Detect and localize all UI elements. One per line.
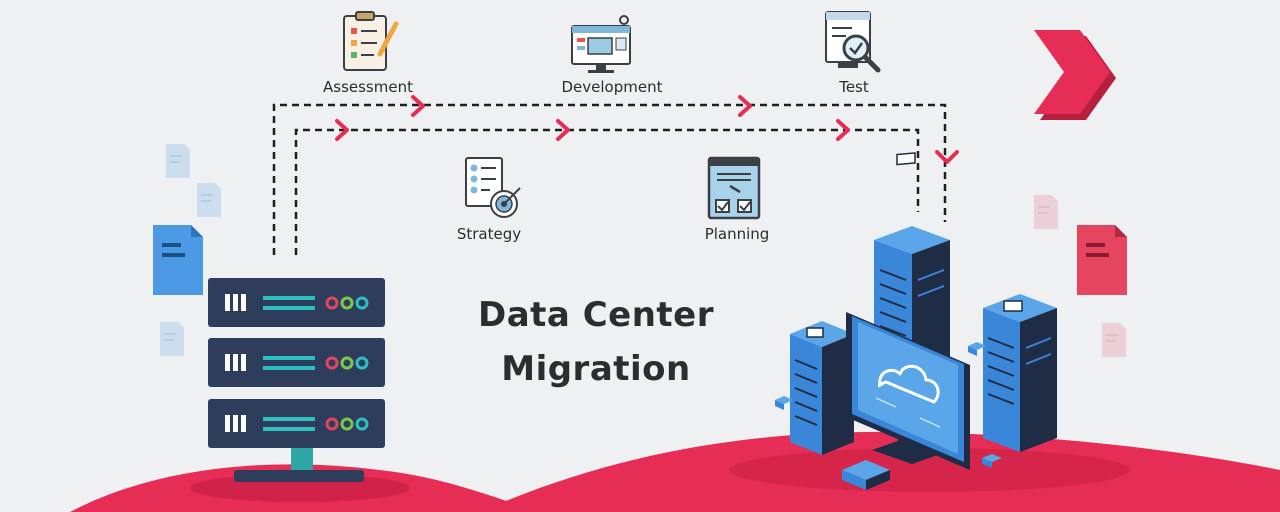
mini-device: [775, 396, 793, 410]
right-hill-shadow: [730, 448, 1130, 492]
target-checklist-icon: [465, 157, 521, 218]
dashboard-monitor-icon: [571, 15, 631, 73]
cloud-monitor: [846, 312, 970, 470]
right-documents: [1034, 195, 1127, 357]
document-icon: [1077, 225, 1127, 295]
arrow-icon: [411, 95, 425, 117]
page-title-line-1: Data Center: [478, 295, 714, 335]
step-label-development: Development: [562, 78, 663, 96]
document-icon: [166, 144, 190, 178]
step-label-planning: Planning: [705, 225, 770, 243]
cloud-icon: [877, 364, 940, 404]
clipboard-checklist-icon: [343, 11, 399, 71]
arrow-icon: [738, 95, 752, 117]
arrow-down-icon: [935, 150, 959, 164]
flow-arrows: [335, 95, 959, 164]
inner-flow-line: [294, 128, 920, 255]
server-tower: [983, 294, 1057, 452]
server-unit: [208, 278, 385, 327]
legacy-server-stack: [208, 278, 385, 482]
document-icon: [1034, 195, 1058, 229]
step-label-test: Test: [838, 78, 869, 96]
mini-device: [968, 342, 986, 356]
forward-chevrons-icon: [1034, 30, 1116, 120]
server-tower: [790, 321, 854, 455]
outer-flow-line: [272, 103, 947, 255]
document-icon: [153, 225, 203, 295]
step-label-strategy: Strategy: [457, 225, 521, 243]
left-documents: [153, 144, 221, 356]
step-label-assessment: Assessment: [323, 78, 413, 96]
arrow-icon: [556, 119, 570, 141]
mini-device: [842, 460, 890, 490]
document-icon: [197, 183, 221, 217]
document-icon: [160, 322, 184, 356]
server-unit: [208, 399, 385, 448]
server-unit: [208, 338, 385, 387]
arrow-icon: [335, 119, 349, 141]
page-title-line-2: Migration: [501, 349, 691, 389]
planning-window-icon: [707, 156, 761, 220]
magnifier-check-icon: [825, 11, 881, 73]
mini-device: [982, 454, 1002, 468]
document-icon: [1102, 323, 1126, 357]
server-tower: [874, 152, 950, 372]
cloud-data-center: [775, 152, 1057, 490]
arrow-icon: [836, 119, 850, 141]
